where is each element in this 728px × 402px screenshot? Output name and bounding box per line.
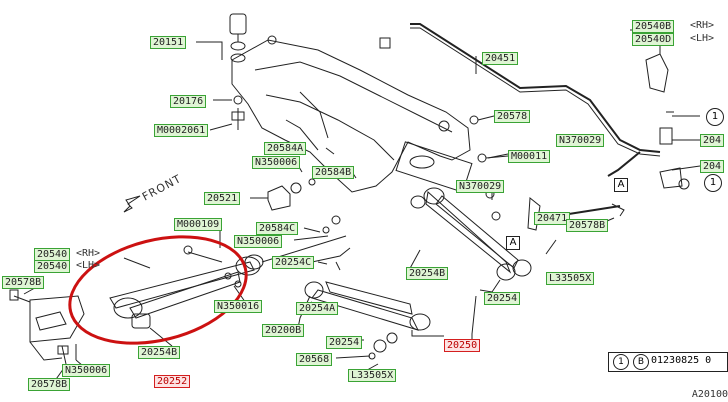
label-20540-lh[interactable]: 20540 (34, 260, 71, 273)
label-204-b[interactable]: 204 (700, 160, 725, 173)
label-m0002061[interactable]: M0002061 (154, 124, 209, 137)
front-arrow-icon (123, 195, 141, 213)
label-20568[interactable]: 20568 (296, 353, 333, 366)
box-a-center: A (506, 236, 520, 250)
label-20540d-lh[interactable]: 20540D (632, 33, 675, 46)
label-l33505x-bottom[interactable]: L33505X (348, 369, 397, 382)
stabilizer-bar (410, 23, 661, 153)
label-20578-top[interactable]: 20578 (494, 110, 531, 123)
label-204-a[interactable]: 204 (700, 134, 725, 147)
callout-1-bottom: 1 (704, 174, 722, 192)
label-rh-tag: <RH> (76, 248, 101, 259)
label-20578b-left[interactable]: 20578B (2, 276, 45, 289)
box-a-right: A (614, 178, 628, 192)
label-20254-b[interactable]: 20254 (484, 292, 521, 305)
label-20521[interactable]: 20521 (204, 192, 241, 205)
label-20254a[interactable]: 20254A (296, 302, 339, 315)
legend-box: 1 B 01230825 0 (608, 352, 728, 372)
label-20578b-right[interactable]: 20578B (566, 219, 609, 232)
label-n370029-b[interactable]: N370029 (456, 180, 505, 193)
label-20471[interactable]: 20471 (534, 212, 571, 225)
label-n350016[interactable]: N350016 (214, 300, 263, 313)
label-n370029-a[interactable]: N370029 (556, 134, 605, 147)
label-20540b-rh[interactable]: 20540B (632, 20, 675, 33)
lateral-link-left (109, 261, 255, 309)
label-top-rh-tag: <RH> (690, 20, 715, 31)
callout-1-top: 1 (706, 108, 724, 126)
bushing-top (229, 13, 247, 35)
legend-code: 01230825 0 (651, 355, 712, 366)
label-20584b[interactable]: 20584B (312, 166, 355, 179)
label-20584a[interactable]: 20584A (264, 142, 307, 155)
lateral-link-right (425, 191, 512, 274)
label-20254c[interactable]: 20254C (272, 256, 315, 269)
label-m00011[interactable]: M00011 (508, 150, 551, 163)
label-20451[interactable]: 20451 (482, 52, 519, 65)
label-20254-a[interactable]: 20254 (326, 336, 363, 349)
label-n350006-a[interactable]: N350006 (252, 156, 301, 169)
label-20254b[interactable]: 20254B (138, 346, 181, 359)
legend-circle-1: 1 (613, 354, 629, 370)
legend-circle-b: B (633, 354, 649, 370)
label-20250-assembly[interactable]: 20250 (444, 339, 481, 352)
label-top-lh-tag: <LH> (690, 33, 715, 44)
label-m000109[interactable]: M000109 (174, 218, 223, 231)
label-20176[interactable]: 20176 (170, 95, 207, 108)
diagram-reference: A20100 (691, 389, 728, 400)
label-lh-tag: <LH> (76, 260, 101, 271)
label-n350006-c[interactable]: N350006 (62, 364, 111, 377)
label-20254b-right[interactable]: 20254B (406, 267, 449, 280)
label-20252-assembly[interactable]: 20252 (154, 375, 191, 388)
label-20584c[interactable]: 20584C (256, 222, 299, 235)
crossmember (231, 39, 471, 193)
label-20578b-bottom[interactable]: 20578B (28, 378, 71, 391)
label-20200b[interactable]: 20200B (262, 324, 305, 337)
label-20151[interactable]: 20151 (150, 36, 187, 49)
highlight-ellipse (68, 235, 248, 345)
label-n350006-b[interactable]: N350006 (234, 235, 283, 248)
label-l33505x-right[interactable]: L33505X (546, 272, 595, 285)
